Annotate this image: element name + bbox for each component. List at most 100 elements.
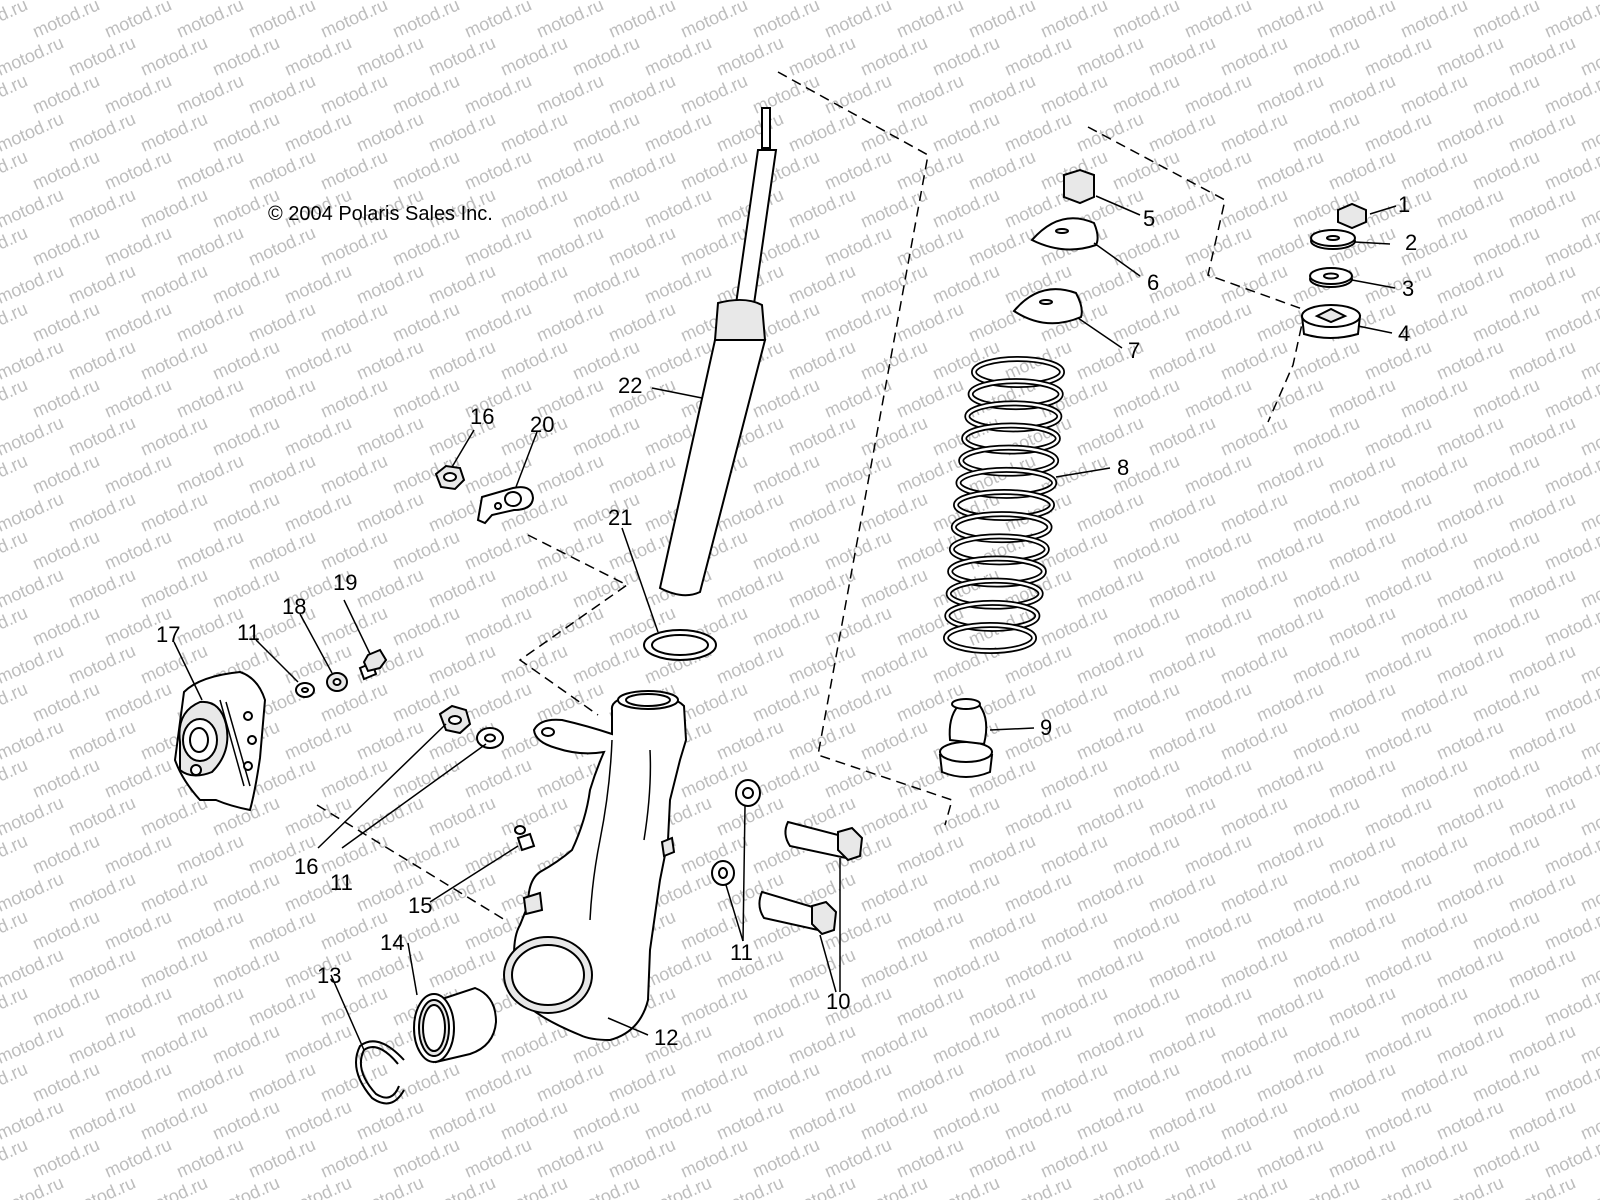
watermark-text: motod.ru [1037,906,1110,953]
watermark-text: motod.ru [137,412,210,459]
watermark-text: motod.ru [389,70,462,117]
watermark-text: motod.ru [0,184,67,231]
watermark-text: motod.ru [1217,1172,1290,1200]
watermark-text: motod.ru [1325,830,1398,877]
watermark-text: motod.ru [821,146,894,193]
watermark-text: motod.ru [893,0,966,42]
watermark-text: motod.ru [1073,716,1146,763]
watermark-text: motod.ru [173,830,246,877]
watermark-text: motod.ru [497,184,570,231]
watermark-text: motod.ru [641,336,714,383]
watermark-text: motod.ru [857,640,930,687]
watermark-text: motod.ru [1325,754,1398,801]
watermark-text: motod.ru [29,754,102,801]
spring-coil-highlight [944,623,1036,653]
watermark-text: motod.ru [497,260,570,307]
watermark-text: motod.ru [1181,450,1254,497]
watermark-text: motod.ru [0,868,67,915]
watermark-text: motod.ru [29,830,102,877]
watermark-text: motod.ru [1397,526,1470,573]
watermark-text: motod.ru [29,906,102,953]
watermark-text: motod.ru [497,792,570,839]
watermark-text: motod.ru [101,830,174,877]
watermark-text: motod.ru [1433,1020,1506,1067]
watermark-text: motod.ru [1181,298,1254,345]
watermark-text: motod.ru [641,1096,714,1143]
watermark-text: motod.ru [101,146,174,193]
watermark-text: motod.ru [1469,526,1542,573]
watermark-text: motod.ru [569,108,642,155]
watermark-text: motod.ru [1289,716,1362,763]
spring-coil-highlight [957,468,1056,498]
watermark-text: motod.ru [1145,108,1218,155]
watermark-text: motod.ru [893,982,966,1029]
watermark-text: motod.ru [497,640,570,687]
knuckle-hardware-parts [438,704,504,749]
watermark-text: motod.ru [1505,488,1578,535]
watermark-text: motod.ru [0,754,31,801]
watermark-text: motod.ru [209,868,282,915]
watermark-text: motod.ru [749,678,822,725]
watermark-text: motod.ru [389,0,462,42]
watermark-text: motod.ru [173,602,246,649]
watermark-text: motod.ru [677,982,750,1029]
watermark-text: motod.ru [65,1172,138,1200]
watermark-text: motod.ru [965,70,1038,117]
watermark-text: motod.ru [713,32,786,79]
watermark-text: motod.ru [1505,564,1578,611]
watermark-text: motod.ru [965,982,1038,1029]
watermark-text: motod.ru [209,108,282,155]
watermark-text: motod.ru [1577,108,1600,155]
watermark-text: motod.ru [1361,108,1434,155]
watermark-text: motod.ru [893,906,966,953]
watermark-text: motod.ru [1469,298,1542,345]
watermark-text: motod.ru [569,412,642,459]
watermark-text: motod.ru [1361,792,1434,839]
watermark-text: motod.ru [101,678,174,725]
watermark-text: motod.ru [1577,488,1600,535]
watermark-text: motod.ru [893,374,966,421]
watermark-text: motod.ru [965,906,1038,953]
watermark-text: motod.ru [1505,944,1578,991]
watermark-text: motod.ru [209,488,282,535]
watermark-text: motod.ru [0,260,67,307]
watermark-text: motod.ru [1253,526,1326,573]
watermark-text: motod.ru [137,1172,210,1200]
watermark-text: motod.ru [1073,1096,1146,1143]
watermark-text: motod.ru [209,336,282,383]
watermark-text: motod.ru [857,944,930,991]
watermark-text: motod.ru [353,412,426,459]
watermark-text: motod.ru [1109,678,1182,725]
callout-16-knuckle: 16 [294,854,318,879]
watermark-text: motod.ru [65,108,138,155]
callout-9: 9 [1040,715,1052,740]
watermark-text: motod.ru [857,1020,930,1067]
watermark-text: motod.ru [605,222,678,269]
watermark-text: motod.ru [281,412,354,459]
watermark-text: motod.ru [1181,70,1254,117]
watermark-text: motod.ru [461,298,534,345]
watermark-text: motod.ru [497,336,570,383]
watermark-text: motod.ru [29,1058,102,1105]
watermark-text: motod.ru [1505,792,1578,839]
watermark-text: motod.ru [1577,184,1600,231]
watermark-text: motod.ru [1433,640,1506,687]
watermark-text: motod.ru [1073,488,1146,535]
watermark-text: motod.ru [1397,70,1470,117]
watermark-text: motod.ru [281,716,354,763]
seal-ring-part [643,629,717,661]
leader-lines [173,195,1397,1051]
watermark-text: motod.ru [749,70,822,117]
watermark-text: motod.ru [317,298,390,345]
watermark-text: motod.ru [317,1134,390,1181]
watermark-text: motod.ru [173,982,246,1029]
watermark-text: motod.ru [65,716,138,763]
watermark-text: motod.ru [1469,146,1542,193]
watermark-text: motod.ru [209,32,282,79]
spring-coil-highlight [959,446,1058,475]
watermark-text: motod.ru [1325,982,1398,1029]
watermark-text: motod.ru [1073,792,1146,839]
spring-coil-highlight [948,557,1046,586]
watermark-text: motod.ru [245,982,318,1029]
watermark-text: motod.ru [605,298,678,345]
